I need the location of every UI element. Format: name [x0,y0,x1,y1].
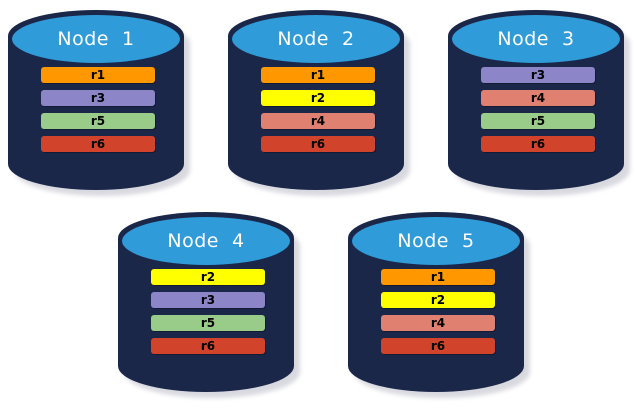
replica-bar: r2 [151,269,265,285]
replica-bar: r1 [381,269,495,285]
node-top-ellipse [232,15,400,63]
replica-bar: r6 [381,338,495,354]
node-label: Node 1 [57,28,135,50]
replica-bar: r1 [41,67,155,83]
replica-bar: r4 [481,90,595,106]
replica-bar: r6 [41,136,155,152]
replica-bar: r6 [151,338,265,354]
replica-bar: r1 [261,67,375,83]
node-top-ellipse [452,15,620,63]
node-top-ellipse [352,217,520,265]
node-cylinder: Node 3 r3 r4 r5 r6 [448,10,630,196]
replica-bar: r3 [481,67,595,83]
replica-stack: r3 r4 r5 r6 [481,67,595,152]
node-label: Node 4 [167,230,245,252]
replica-bar: r2 [381,292,495,308]
node-cylinder: Node 2 r1 r2 r4 r6 [228,10,410,196]
node-cylinder: Node 4 r2 r3 r5 r6 [118,212,300,398]
node-top-ellipse [122,217,290,265]
replica-bar: r5 [41,113,155,129]
replica-bar: r3 [41,90,155,106]
replica-bar: r4 [381,315,495,331]
replica-bar: r4 [261,113,375,129]
replica-stack: r1 r2 r4 r6 [381,269,495,354]
node-cylinder: Node 1 r1 r3 r5 r6 [8,10,190,196]
replica-bar: r2 [261,90,375,106]
node-label: Node 2 [277,28,355,50]
replica-bar: r6 [261,136,375,152]
node-label: Node 5 [397,230,475,252]
replica-bar: r6 [481,136,595,152]
replica-stack: r1 r2 r4 r6 [261,67,375,152]
replica-stack: r2 r3 r5 r6 [151,269,265,354]
replica-stack: r1 r3 r5 r6 [41,67,155,152]
replica-bar: r5 [151,315,265,331]
node-cylinder: Node 5 r1 r2 r4 r6 [348,212,530,398]
replica-bar: r3 [151,292,265,308]
node-label: Node 3 [497,28,575,50]
replica-bar: r5 [481,113,595,129]
node-top-ellipse [12,15,180,63]
